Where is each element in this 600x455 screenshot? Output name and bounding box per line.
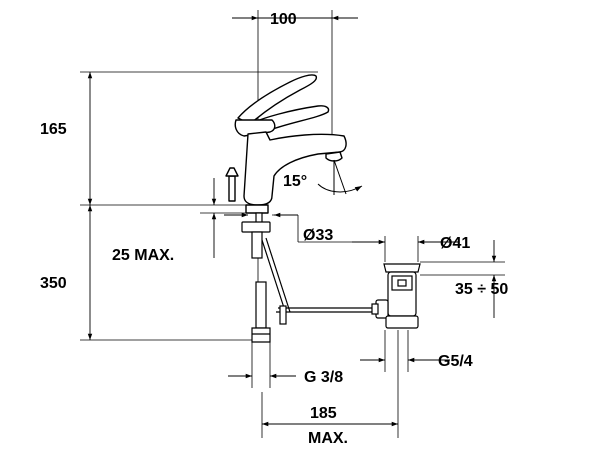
angle-label: 15° — [283, 173, 307, 190]
dim-33-label: Ø33 — [303, 227, 333, 244]
shank-assembly — [241, 212, 291, 343]
dim-g38-label: G 3/8 — [304, 369, 343, 386]
faucet-spout — [243, 131, 347, 206]
dim-g54-label: G5/4 — [438, 353, 473, 370]
dim-185-max-label: MAX. — [308, 430, 348, 447]
dim-25max-label: 25 MAX. — [112, 247, 174, 264]
dimension-lines — [87, 15, 497, 427]
extension-lines — [80, 10, 505, 438]
faucet-body — [225, 74, 347, 214]
dim-185-label: 185 — [310, 405, 337, 422]
dim-350-label: 350 — [40, 275, 67, 292]
dim-100-label: 100 — [270, 11, 297, 28]
dim-41-label: Ø41 — [440, 235, 470, 252]
drain-assembly — [276, 263, 421, 329]
dim-165-label: 165 — [40, 121, 67, 138]
lever-handle — [237, 74, 318, 125]
dim-35-50-label: 35 ÷ 50 — [455, 281, 508, 298]
angle-indicator — [317, 159, 363, 195]
